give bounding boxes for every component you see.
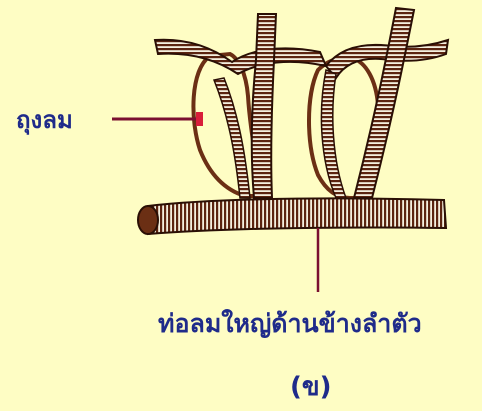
lateral-trachea-trunk (148, 198, 446, 234)
upper-arch-left (155, 40, 326, 74)
lateral-trachea-label: ท่อลมใหญ่ด้านข้างลำตัว (158, 304, 422, 344)
air-sac-label: ถุงลม (16, 100, 73, 139)
vertical-trachea-left (252, 14, 276, 198)
trunk-open-end (138, 206, 158, 234)
panel-label: (ข) (290, 366, 332, 407)
air-sac-pointer-tip (196, 112, 203, 126)
